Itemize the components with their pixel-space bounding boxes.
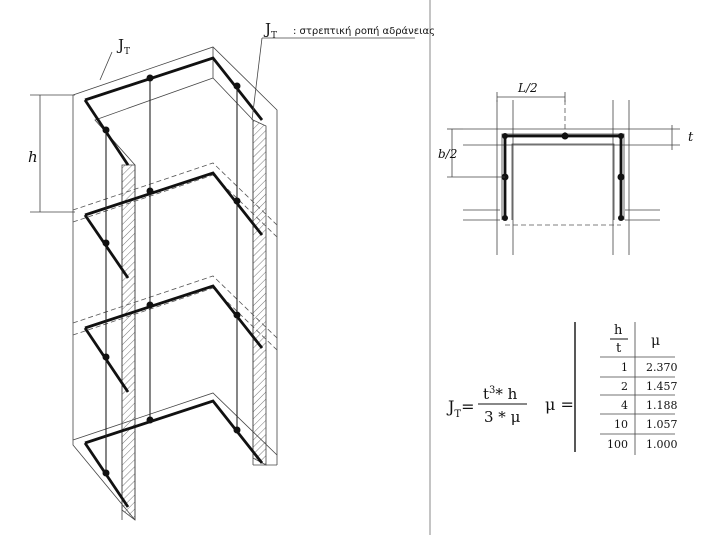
table-header-mu: μ [651,333,660,349]
table-mu-cell: 1.457 [646,380,678,393]
table-mu-cell: 1.000 [646,438,678,451]
jt-note: : στρεπτική ροπή αδράνειας [293,25,435,37]
table-mu-cell: 2.370 [646,361,678,374]
b2-dimension-label: b/2 [438,147,457,161]
formula-block: JT= t3* h 3 * μ μ = [446,322,675,455]
l2-dimension-label: L/2 [517,81,538,95]
formula-numerator: t3* h [483,385,518,403]
table-ratio-cell: 100 [607,438,628,451]
table-header-t: t [616,341,622,356]
jt-label-right: JT [263,20,277,41]
t-dimension-label: t [688,130,694,145]
table-ratio-cell: 4 [621,399,628,412]
jt-label-left: JT [116,36,130,57]
table-mu-cell: 1.188 [646,399,678,412]
plan-view-figure [447,92,680,255]
table-ratio-cell: 10 [614,418,628,431]
node-dots [102,74,241,477]
table-ratio-cell: 2 [621,380,628,393]
formula-lhs: JT= [446,397,475,420]
table-ratio-cell: 1 [621,361,628,374]
core-isometric-figure [30,37,415,521]
table-header-h: h [614,323,623,338]
formula-denominator: 3 * μ [484,408,521,426]
h-dimension-label: h [28,148,38,166]
table-mu-cell: 1.057 [646,418,678,431]
mu-equals: μ = [545,395,574,414]
